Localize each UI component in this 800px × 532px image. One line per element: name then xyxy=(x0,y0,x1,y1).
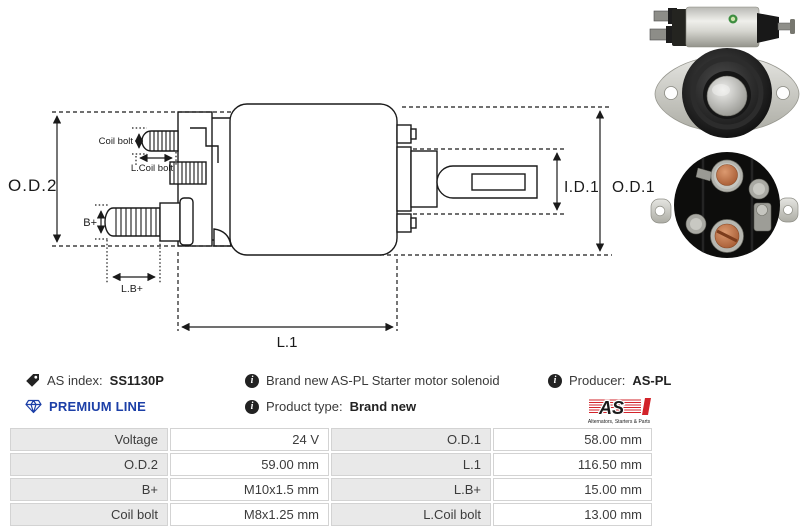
dim-label-l1: L.1 xyxy=(277,334,298,351)
as-index-label: AS index: xyxy=(47,373,103,388)
spec-value-cell: M8x1.25 mm xyxy=(170,503,329,526)
solenoid-dimension-diagram: O.D.2 O.D.1 I.D.1 L.1 Coil bolt L.Coil b… xyxy=(8,103,655,351)
dim-label-od1: O.D.1 xyxy=(612,179,655,196)
spec-label-cell: L.1 xyxy=(331,453,491,476)
product-type-value: Brand new xyxy=(349,399,417,414)
product-photos xyxy=(649,6,800,258)
info-column-index: AS index: SS1130P PREMIUM LINE xyxy=(25,371,240,416)
premium-line-row: PREMIUM LINE xyxy=(25,397,240,416)
producer-row: i Producer: AS-PL xyxy=(548,371,788,390)
dim-label-id1: I.D.1 xyxy=(564,179,599,196)
diamond-icon xyxy=(25,399,42,414)
spec-value-cell: 13.00 mm xyxy=(493,503,652,526)
spec-value-cell: M10x1.5 mm xyxy=(170,478,329,501)
info-column-producer: i Producer: AS-PL AS Alternators, Starte… xyxy=(548,371,788,425)
brand-logo-row: AS Alternators, Starters & Parts xyxy=(548,397,788,425)
info-icon: i xyxy=(548,373,562,388)
product-description: Brand new AS-PL Starter motor solenoid xyxy=(266,373,500,388)
spec-label-cell: O.D.2 xyxy=(10,453,168,476)
info-icon: i xyxy=(245,399,259,414)
premium-line-label: PREMIUM LINE xyxy=(49,399,147,414)
dim-label-l-b-plus: L.B+ xyxy=(121,283,143,295)
dim-label-coil-bolt: Coil bolt xyxy=(99,136,134,147)
spec-label-cell: Coil bolt xyxy=(10,503,168,526)
dimension-lines xyxy=(52,106,612,332)
spec-label-cell: O.D.1 xyxy=(331,428,491,451)
as-index-row: AS index: SS1130P xyxy=(25,371,240,390)
spec-label-cell: L.Coil bolt xyxy=(331,503,491,526)
info-column-product: i Brand new AS-PL Starter motor solenoid… xyxy=(245,371,535,416)
brand-logo-text: AS xyxy=(598,398,624,418)
photo-solenoid-rear-view xyxy=(650,152,799,258)
dim-label-od2: O.D.2 xyxy=(8,176,57,195)
dim-label-b-plus: B+ xyxy=(83,217,97,229)
product-type-label: Product type: xyxy=(266,399,343,414)
spec-table: Voltage 24 V O.D.1 58.00 mm O.D.2 59.00 … xyxy=(10,428,652,526)
dim-label-l-coil-bolt: L.Coil bolt xyxy=(131,163,174,174)
tag-icon xyxy=(26,374,39,387)
as-pl-brand-logo: AS Alternators, Starters & Parts xyxy=(588,397,651,425)
brand-logo-tagline: Alternators, Starters & Parts xyxy=(588,419,651,425)
photo-solenoid-side-view xyxy=(649,6,795,48)
spec-value-cell: 59.00 mm xyxy=(170,453,329,476)
spec-value-cell: 58.00 mm xyxy=(493,428,652,451)
solenoid-cross-section xyxy=(104,103,538,256)
spec-value-cell: 116.50 mm xyxy=(493,453,652,476)
producer-label: Producer: xyxy=(569,373,626,388)
spec-value-cell: 24 V xyxy=(170,428,329,451)
spec-value-cell: 15.00 mm xyxy=(493,478,652,501)
spec-label-cell: B+ xyxy=(10,478,168,501)
info-icon: i xyxy=(245,373,259,388)
spec-label-cell: Voltage xyxy=(10,428,168,451)
description-row: i Brand new AS-PL Starter motor solenoid xyxy=(245,371,535,390)
as-index-value: SS1130P xyxy=(109,373,164,388)
spec-label-cell: L.B+ xyxy=(331,478,491,501)
photo-solenoid-front-view xyxy=(654,48,800,138)
product-type-row: i Product type: Brand new xyxy=(245,397,535,416)
producer-value: AS-PL xyxy=(632,373,672,388)
